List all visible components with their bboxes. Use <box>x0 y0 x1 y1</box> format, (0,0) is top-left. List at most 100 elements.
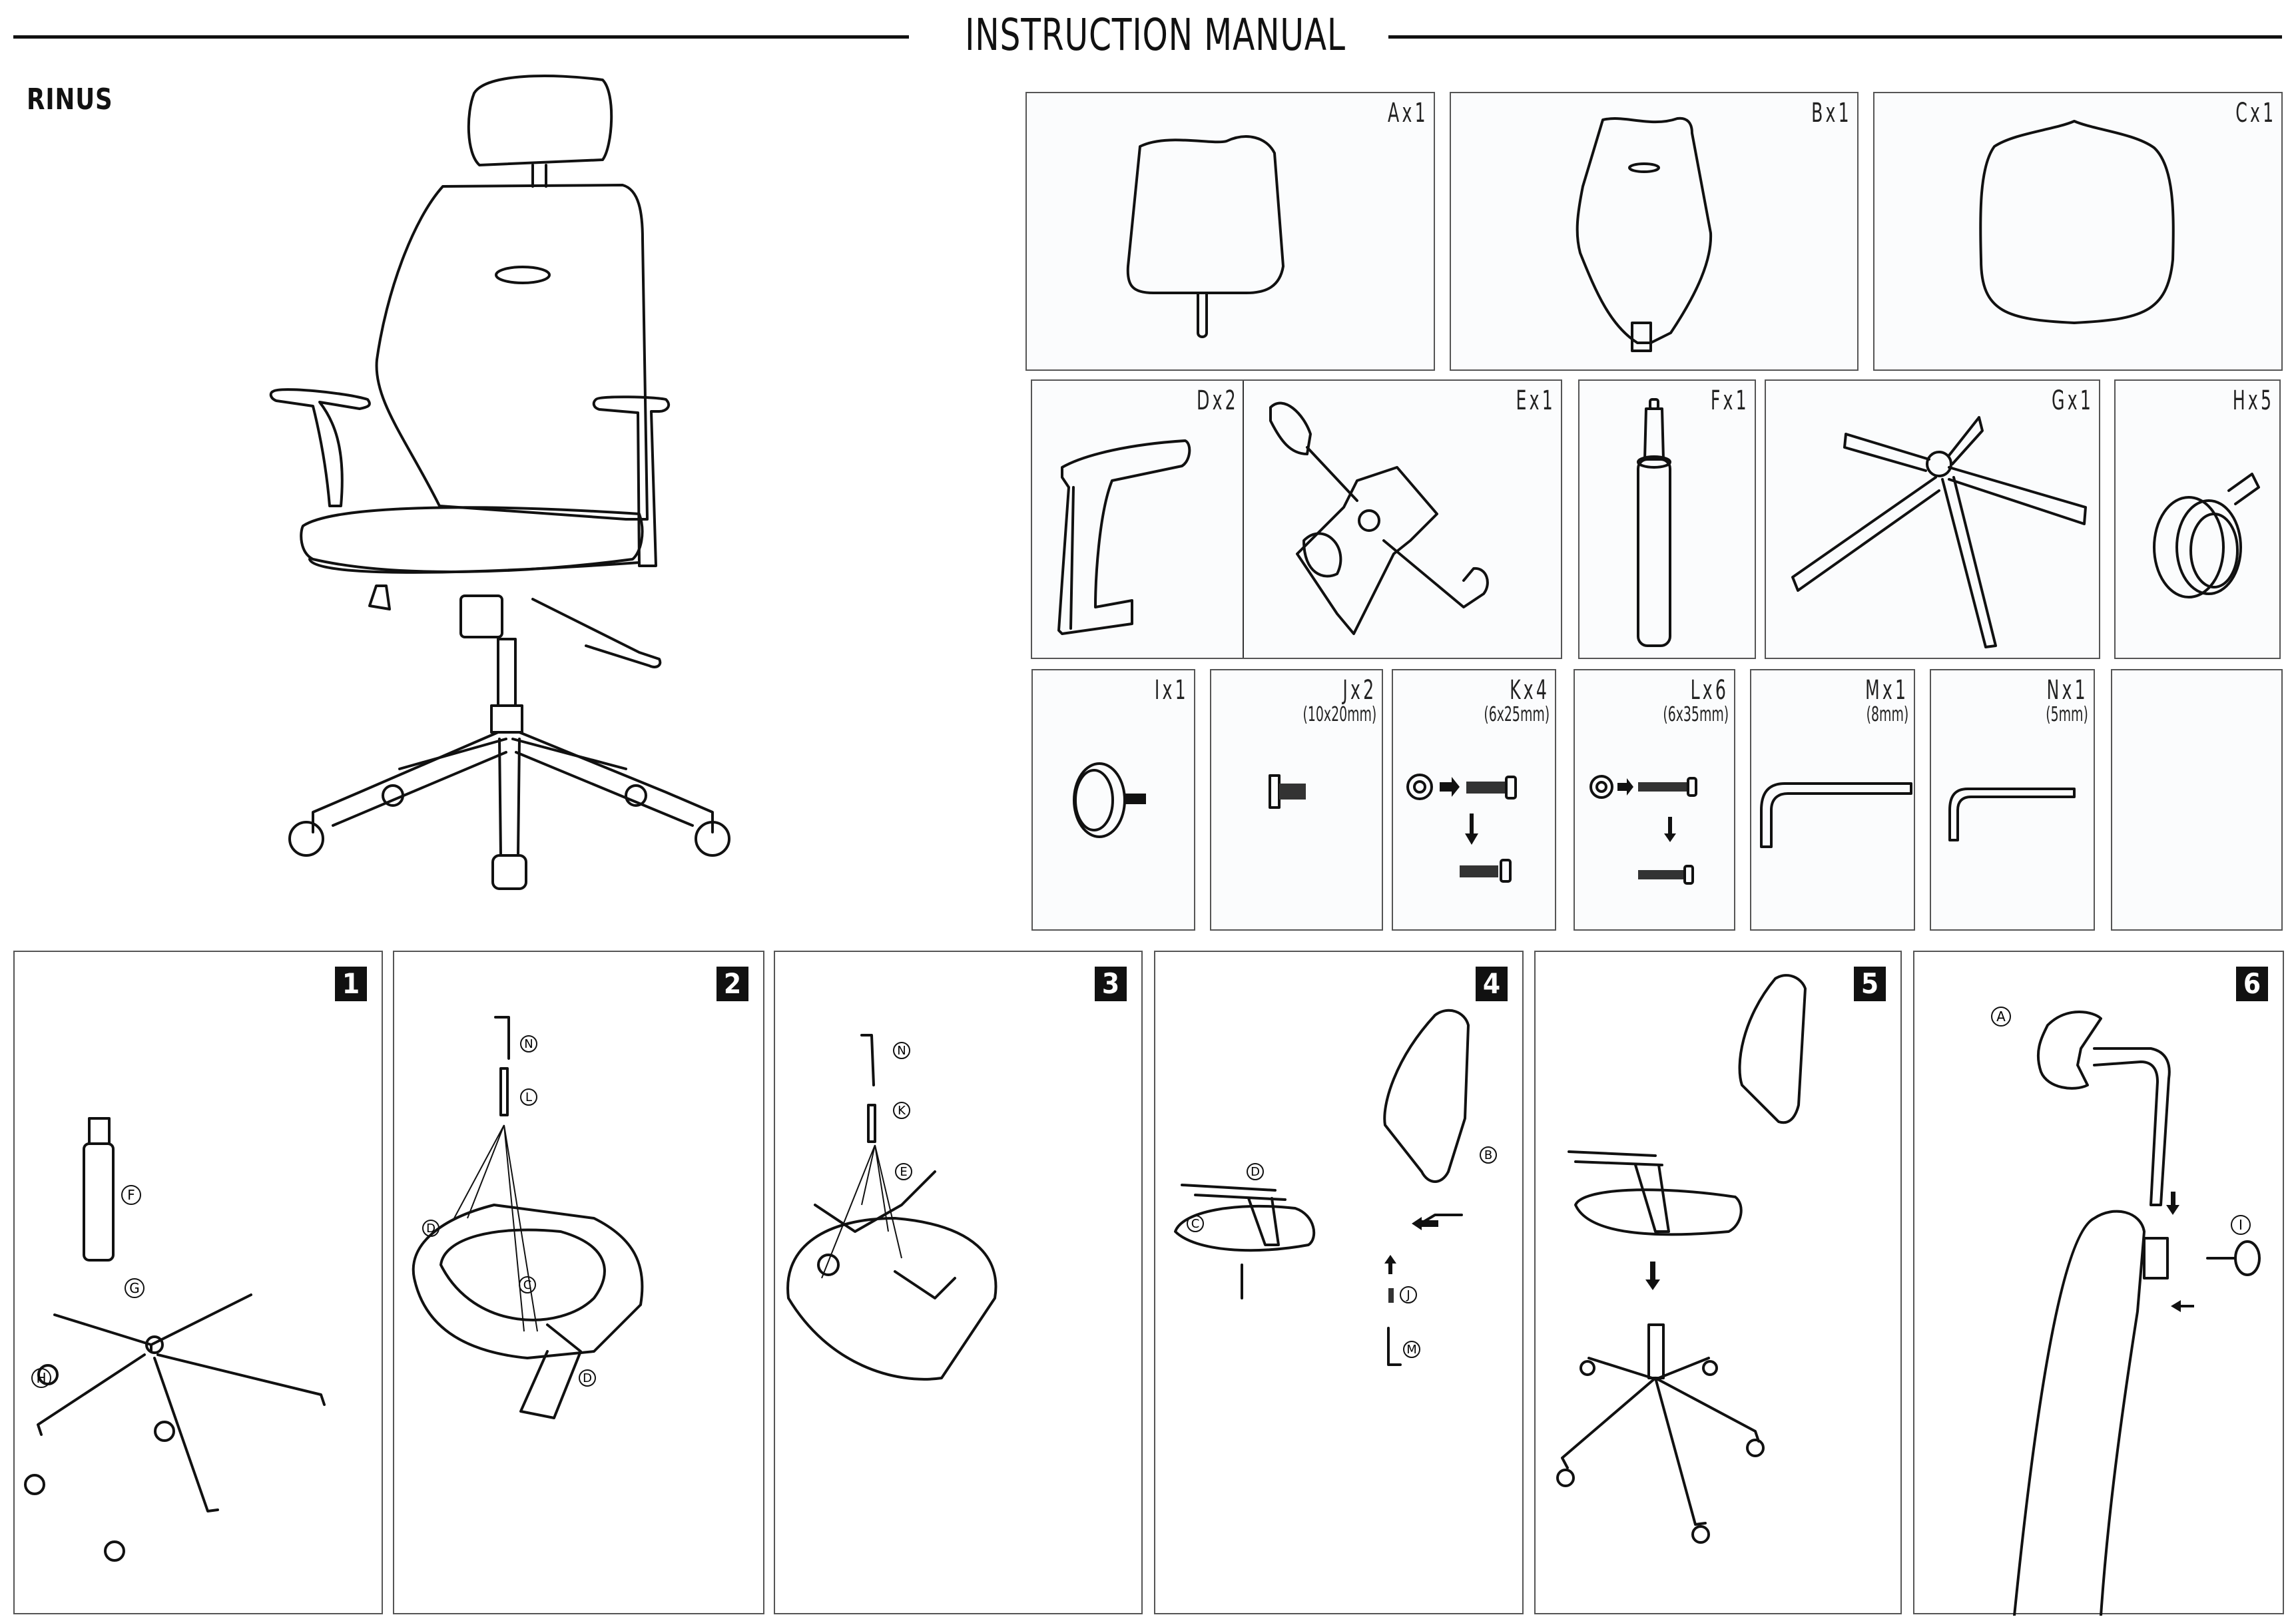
part-label-J: Jx2 (10x20mm) <box>1302 676 1376 725</box>
allen-key-5mm-icon <box>1948 788 2076 841</box>
step-5-illustration <box>1556 974 1807 1544</box>
step-panel-2: 2 N L D C D <box>393 951 764 1614</box>
part-size-K: (6x25mm) <box>1484 703 1550 726</box>
caster-icon <box>2153 473 2260 598</box>
step-panel-6: 6 A I <box>1913 951 2284 1616</box>
callout-H: H <box>36 1370 46 1386</box>
callout-E: E <box>900 1165 907 1179</box>
callout-N: N <box>897 1044 906 1058</box>
step-number: 3 <box>1095 967 1127 1001</box>
callout-D: D <box>426 1222 435 1236</box>
step-4-illustration: D B C J M <box>1174 1009 1497 1366</box>
part-divider <box>1243 381 1244 658</box>
armrest-icon <box>1057 439 1191 635</box>
title-rule-left <box>13 35 909 39</box>
callout-J: J <box>1406 1288 1410 1302</box>
part-box-N: Nx1 (5mm) <box>1930 669 2095 931</box>
part-label-G: Gx1 <box>2051 385 2094 416</box>
title-rule-right <box>1388 35 2282 39</box>
step-panel-4: 4 D B C J M <box>1154 951 1524 1614</box>
callout-D: D <box>583 1371 592 1385</box>
step-number: 1 <box>335 967 367 1001</box>
gas-lift <box>497 638 517 707</box>
callout-N: N <box>524 1037 533 1051</box>
step-2-illustration: N L D C D <box>412 1016 644 1419</box>
tension-rod <box>531 598 662 668</box>
step-number: 4 <box>1476 967 1508 1001</box>
seat-icon <box>1979 120 2175 324</box>
part-box-F: Fx1 <box>1578 379 1756 659</box>
part-code-J: Jx2 <box>1342 675 1376 706</box>
tilt-knob <box>459 594 503 638</box>
part-code-M: Mx1 <box>1865 675 1908 706</box>
step-panel-1: 1 F G H <box>13 951 383 1614</box>
five-star-base-icon <box>1791 416 2087 648</box>
base-leg-front <box>498 738 521 857</box>
part-code-L: Lx6 <box>1690 675 1729 706</box>
part-label-D: Dx2 <box>1197 385 1239 416</box>
bolt-washer-icon <box>1406 774 1517 883</box>
part-label-I: Ix1 <box>1155 675 1189 706</box>
callout-C: C <box>1191 1217 1200 1231</box>
part-box-A: Ax1 <box>1025 92 1435 371</box>
callout-I: I <box>2239 1217 2243 1233</box>
part-box-K: Kx4 (6x25mm) <box>1392 669 1556 931</box>
chair-illustration <box>269 75 730 890</box>
part-label-A: Ax1 <box>1388 98 1428 128</box>
part-box-L: Lx6 (6x35mm) <box>1574 669 1735 931</box>
part-label-B: Bx1 <box>1811 98 1852 128</box>
step-number: 2 <box>717 967 748 1001</box>
part-label-L: Lx6 (6x35mm) <box>1663 676 1729 725</box>
allen-key-8mm-icon <box>1760 782 1912 848</box>
callout-M: M <box>1406 1343 1417 1357</box>
part-label-H: Hx5 <box>2232 385 2274 416</box>
caster <box>382 784 404 807</box>
callout-C: C <box>523 1278 532 1292</box>
step-1-illustration: F G H <box>24 1117 326 1562</box>
callout-K: K <box>898 1104 906 1118</box>
caster <box>625 784 647 807</box>
part-box-B: Bx1 <box>1450 92 1859 371</box>
step-number: 6 <box>2236 967 2268 1001</box>
part-label-C: Cx1 <box>2235 98 2276 128</box>
part-code-N: Nx1 <box>2046 675 2088 706</box>
part-box-G: Gx1 <box>1765 379 2100 659</box>
bolt-washer-icon <box>1589 775 1697 885</box>
part-box-I: Ix1 <box>1031 669 1195 931</box>
part-label-E: Ex1 <box>1516 385 1556 416</box>
callout-G: G <box>129 1280 140 1296</box>
caster <box>288 821 324 857</box>
hex-bolt-icon <box>1269 774 1306 809</box>
backrest-icon <box>1576 116 1713 352</box>
gas-cylinder-icon <box>1637 398 1671 647</box>
left-armrest <box>269 388 371 507</box>
part-code-K: Kx4 <box>1509 675 1550 706</box>
page-title: INSTRUCTION MANUAL <box>965 9 1346 61</box>
height-lever-left <box>368 584 391 610</box>
callout-F: F <box>127 1187 135 1203</box>
part-size-N: (5mm) <box>2046 703 2088 726</box>
step-3-illustration: N K E <box>786 1034 998 1381</box>
knob-screw-icon <box>1073 762 1146 838</box>
callout-L: L <box>525 1090 532 1104</box>
part-size-J: (10x20mm) <box>1302 703 1376 726</box>
part-label-F: Fx1 <box>1710 385 1749 416</box>
callout-B: B <box>1484 1148 1492 1162</box>
caster <box>695 821 730 857</box>
seat-cushion <box>300 506 644 573</box>
headrest-shape <box>467 75 613 166</box>
callout-A: A <box>1996 1009 2006 1025</box>
step-number: 5 <box>1854 967 1886 1001</box>
part-label-N: Nx1 (5mm) <box>2046 676 2088 725</box>
part-box-M: Mx1 (8mm) <box>1750 669 1915 931</box>
part-size-L: (6x35mm) <box>1663 703 1729 726</box>
part-label-K: Kx4 (6x25mm) <box>1484 676 1550 725</box>
part-label-M: Mx1 (8mm) <box>1865 676 1908 725</box>
part-box-H: Hx5 <box>2114 379 2281 659</box>
part-box-J: Jx2 (10x20mm) <box>1210 669 1383 931</box>
step-panel-5: 5 <box>1534 951 1902 1614</box>
product-name: RINUS <box>27 83 113 116</box>
step-panel-3: 3 N K E <box>774 951 1143 1614</box>
headrest-icon <box>1126 135 1285 338</box>
part-box-DE: Dx2 Ex1 <box>1031 379 1562 659</box>
